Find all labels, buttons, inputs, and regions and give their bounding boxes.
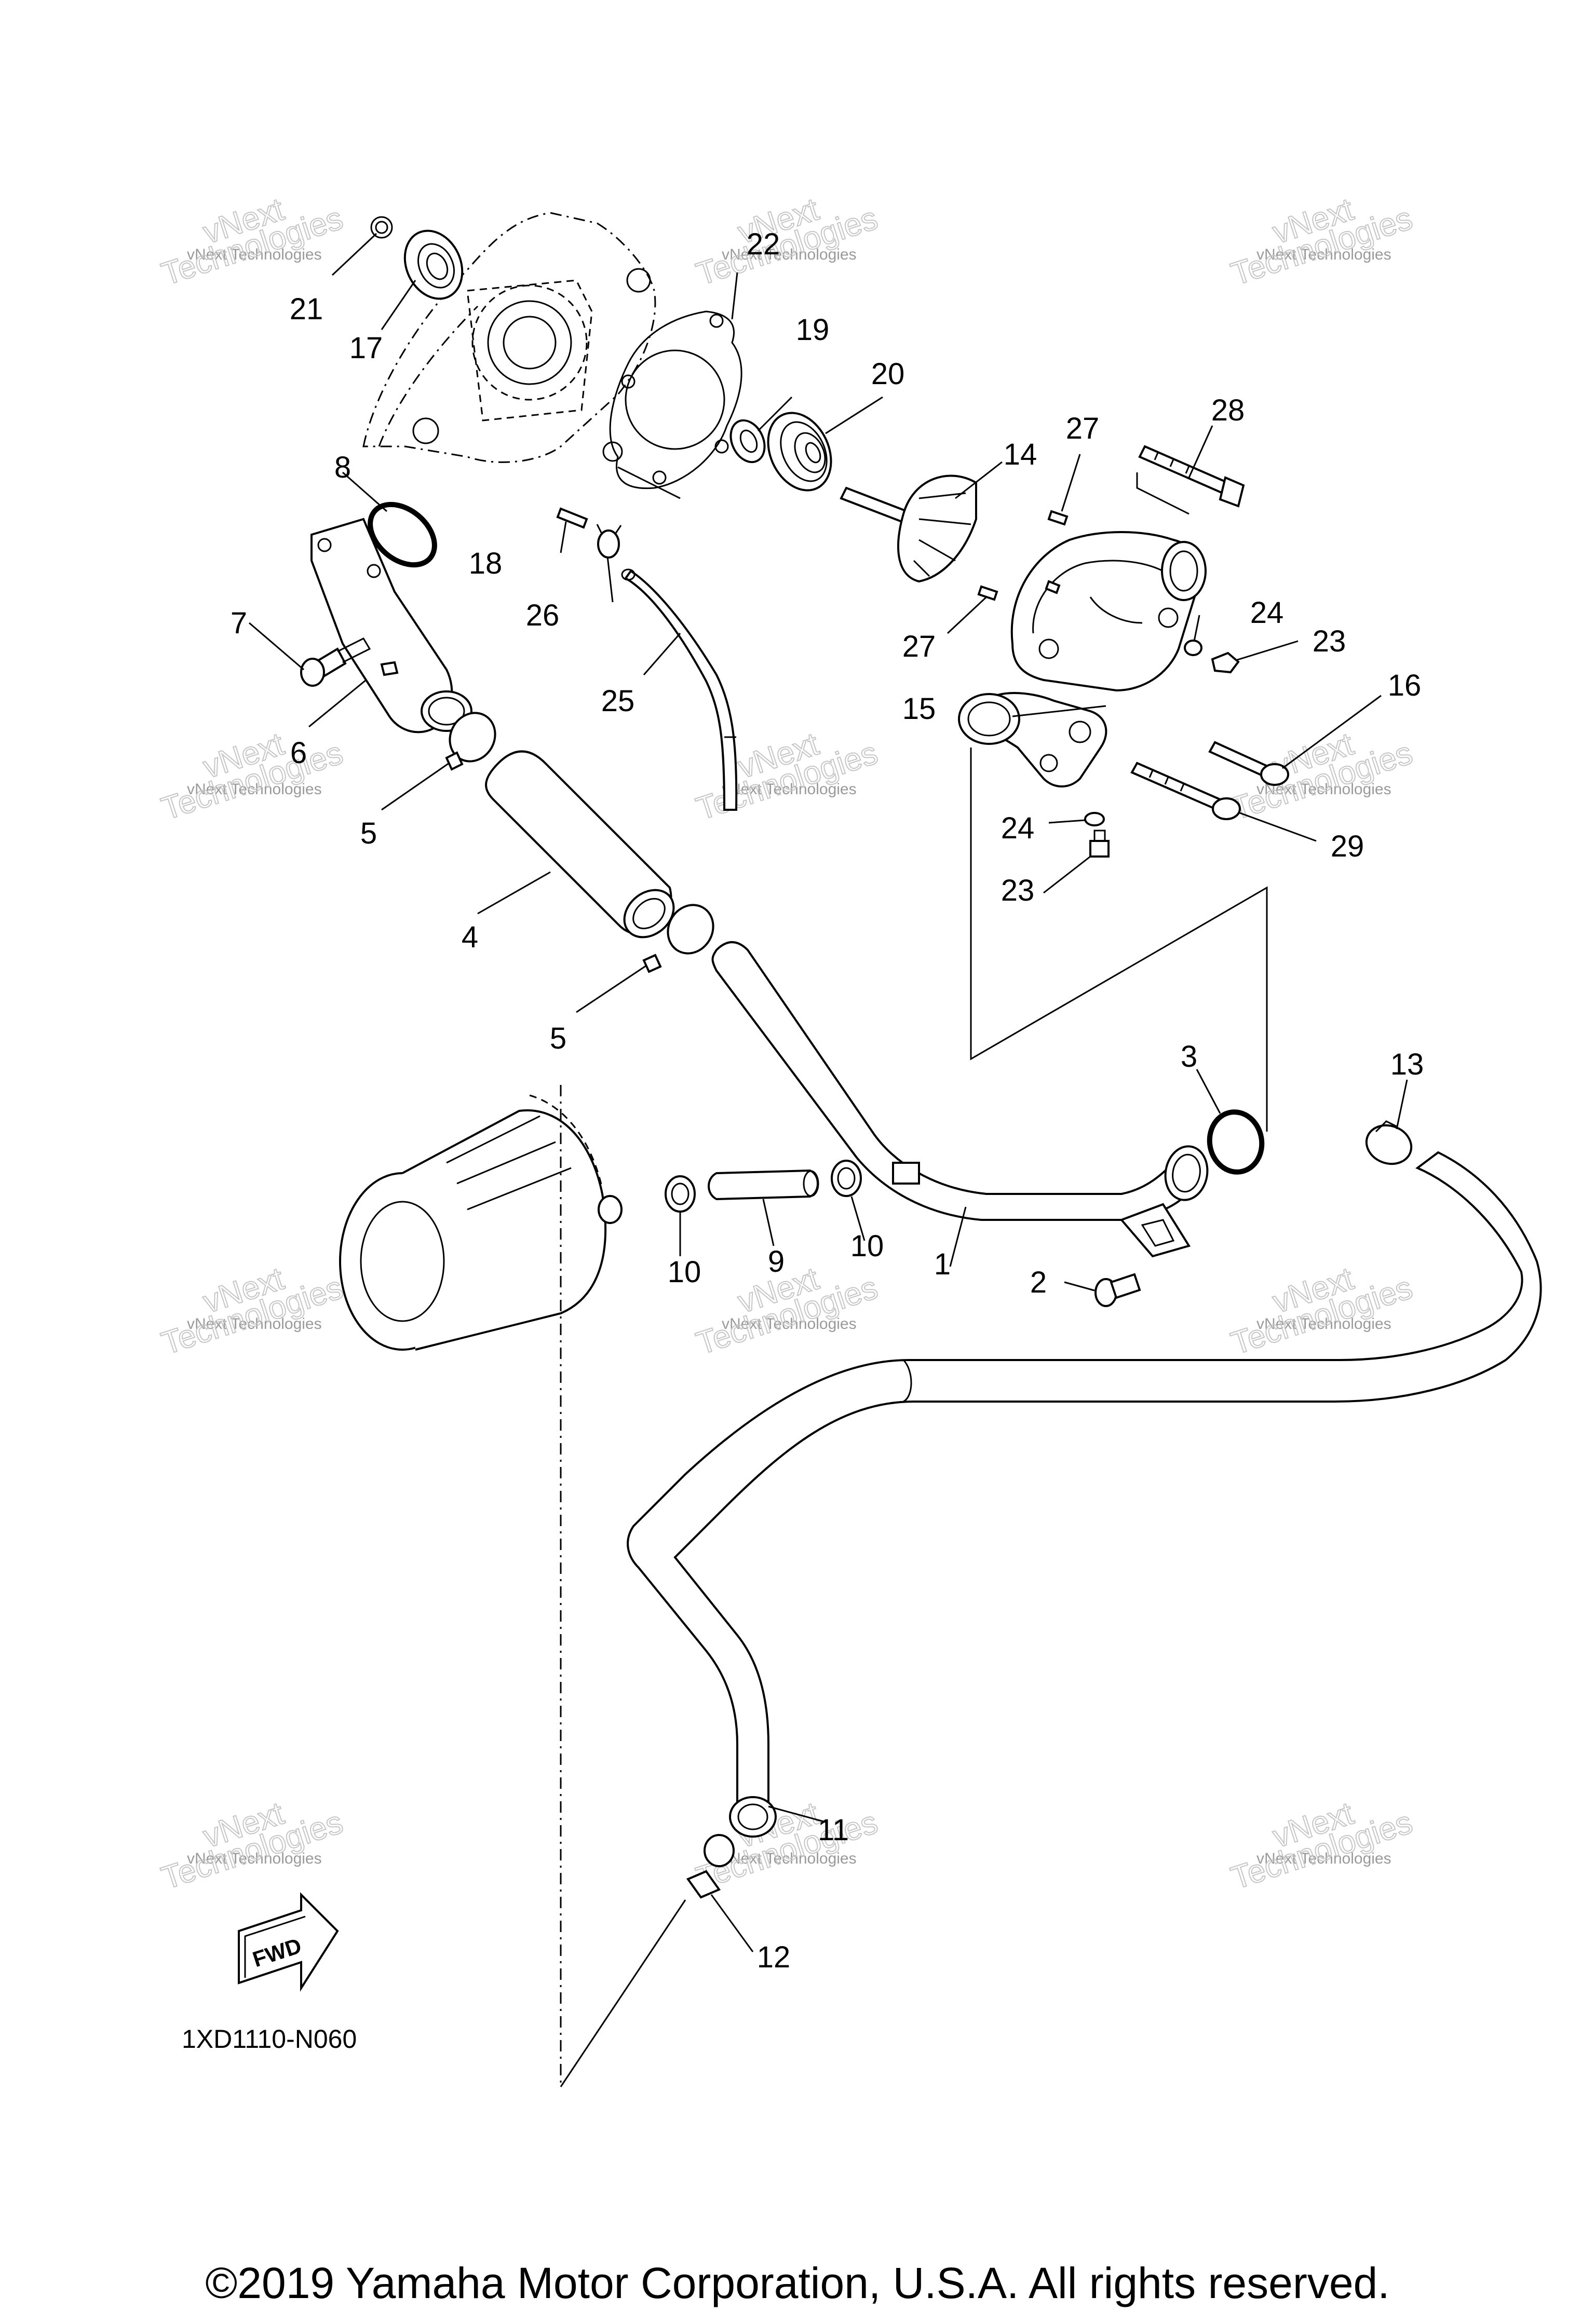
callout-17[interactable]: 17 — [349, 331, 383, 365]
impeller-14 — [840, 474, 977, 583]
callout-24[interactable]: 24 — [1250, 596, 1284, 630]
washer-24 — [1084, 640, 1202, 826]
oil-seal-19 — [729, 419, 766, 464]
drawing-code: 1XD1110-N060 — [182, 2024, 357, 2054]
callout-23[interactable]: 23 — [1001, 874, 1035, 907]
bolt-16 — [1208, 741, 1289, 786]
watermark: vNext vNext Technologies Technologies — [157, 191, 348, 293]
watermark: vNext vNext Technologies Technologies — [692, 1260, 883, 1363]
svg-text:vNext Technologies: vNext Technologies — [722, 246, 857, 263]
callout-16[interactable]: 16 — [1388, 669, 1422, 702]
hose-clamp-5 — [642, 904, 714, 973]
svg-text:vNext Technologies: vNext Technologies — [187, 1850, 322, 1867]
callout-23[interactable]: 23 — [1313, 624, 1346, 658]
callout-7[interactable]: 7 — [231, 606, 247, 640]
callout-27[interactable]: 27 — [1066, 412, 1100, 445]
callout-26[interactable]: 26 — [526, 599, 560, 632]
callout-5[interactable]: 5 — [550, 1022, 566, 1055]
callout-5[interactable]: 5 — [360, 817, 377, 850]
union-12 — [686, 1834, 735, 1899]
callout-12[interactable]: 12 — [757, 1940, 791, 1974]
watermark: vNext vNext Technologies Technologies — [1226, 191, 1417, 293]
mechanical-seal-20 — [767, 412, 832, 492]
callout-27[interactable]: 27 — [902, 630, 936, 663]
svg-text:vNext Technologies: vNext Technologies — [1256, 246, 1391, 263]
union-bolt-10 — [831, 1160, 920, 1197]
watermark: vNext vNext Technologies Technologies — [692, 726, 883, 828]
bolt-28 — [1138, 445, 1245, 508]
coolant-hose-11 — [627, 1151, 1542, 1838]
callout-8[interactable]: 8 — [334, 451, 351, 484]
callout-10[interactable]: 10 — [668, 1255, 701, 1289]
watermark: vNext vNext Technologies Technologies — [157, 1795, 348, 1897]
dowel-pin-18 — [556, 507, 588, 529]
leader-lines — [249, 233, 1408, 1952]
assembly-guide-lines — [970, 472, 1268, 1132]
callout-4[interactable]: 4 — [462, 920, 478, 954]
callout-15[interactable]: 15 — [902, 692, 936, 726]
fwd-arrow-icon — [238, 1892, 339, 1992]
svg-text:vNext Technologies: vNext Technologies — [187, 246, 322, 263]
callouts: 1 2 3 4 5 5 6 7 8 9 10 10 11 12 13 14 15… — [231, 227, 1424, 1974]
water-pipe-15 — [958, 692, 1107, 787]
svg-text:vNext Technologies: vNext Technologies — [722, 781, 857, 798]
callout-11[interactable]: 11 — [818, 1813, 849, 1847]
gasket-22 — [609, 310, 742, 490]
svg-text:vNext Technologies: vNext Technologies — [187, 781, 322, 798]
breather-hose-25 — [621, 568, 738, 811]
hose-clamp-5 — [445, 712, 496, 771]
bolt-29 — [1130, 762, 1241, 820]
copyright-notice: ©2019 Yamaha Motor Corporation, U.S.A. A… — [205, 2259, 1390, 2307]
watermark: vNext vNext Technologies Technologies — [157, 726, 348, 828]
bolt-23 — [1089, 651, 1240, 858]
water-pipe-1 — [711, 941, 1209, 1258]
callout-28[interactable]: 28 — [1211, 393, 1245, 427]
callout-21[interactable]: 21 — [290, 292, 323, 326]
forward-direction-badge: FWD — [238, 1892, 339, 1992]
callout-22[interactable]: 22 — [747, 227, 780, 261]
callout-25[interactable]: 25 — [601, 684, 635, 718]
callout-6[interactable]: 6 — [290, 736, 307, 770]
watermark: vNext vNext Technologies Technologies — [1226, 726, 1417, 828]
circlip-21 — [370, 216, 393, 239]
bearing-17 — [403, 229, 464, 300]
svg-text:vNext Technologies: vNext Technologies — [187, 1315, 322, 1333]
callout-13[interactable]: 13 — [1390, 1048, 1424, 1081]
callout-18[interactable]: 18 — [469, 547, 503, 580]
svg-text:vNext Technologies: vNext Technologies — [722, 1850, 857, 1867]
callout-10[interactable]: 10 — [850, 1229, 884, 1263]
callout-2[interactable]: 2 — [1030, 1266, 1047, 1299]
callout-14[interactable]: 14 — [1004, 438, 1037, 471]
watermark: vNext vNext Technologies Technologies — [1226, 1260, 1417, 1363]
pipe-9 — [708, 1169, 819, 1201]
o-ring-3 — [1207, 1109, 1265, 1175]
watermark: vNext vNext Technologies Technologies — [1226, 1795, 1417, 1897]
o-ring-8 — [368, 501, 437, 568]
oil-filter — [339, 1094, 623, 1351]
callout-29[interactable]: 29 — [1331, 830, 1364, 863]
callout-1[interactable]: 1 — [934, 1247, 951, 1281]
union-bolt-10 — [665, 1175, 696, 1213]
hose-clamp-26 — [596, 524, 622, 559]
callout-9[interactable]: 9 — [768, 1245, 785, 1279]
engine-cover-outline — [362, 212, 656, 463]
svg-text:vNext Technologies: vNext Technologies — [1256, 1850, 1391, 1867]
coolant-hose-4 — [485, 750, 675, 939]
dowel-pin-27 — [977, 510, 1069, 601]
bolt-2 — [1094, 1273, 1141, 1307]
center-lines — [560, 1085, 686, 2087]
bolt-7 — [300, 637, 371, 687]
svg-text:vNext Technologies: vNext Technologies — [1256, 1315, 1391, 1333]
callout-3[interactable]: 3 — [1181, 1040, 1197, 1073]
callout-20[interactable]: 20 — [871, 357, 905, 391]
svg-text:vNext Technologies: vNext Technologies — [722, 1315, 857, 1333]
water-pump-housing — [1010, 531, 1207, 692]
watermark: vNext vNext Technologies Technologies — [157, 1260, 348, 1363]
callout-19[interactable]: 19 — [796, 313, 830, 347]
inlet-fitting-6 — [310, 518, 472, 733]
callout-24[interactable]: 24 — [1001, 811, 1035, 845]
watermark: vNext vNext Technologies Technologies — [692, 191, 883, 293]
hose-clamp-13 — [1365, 1120, 1413, 1165]
